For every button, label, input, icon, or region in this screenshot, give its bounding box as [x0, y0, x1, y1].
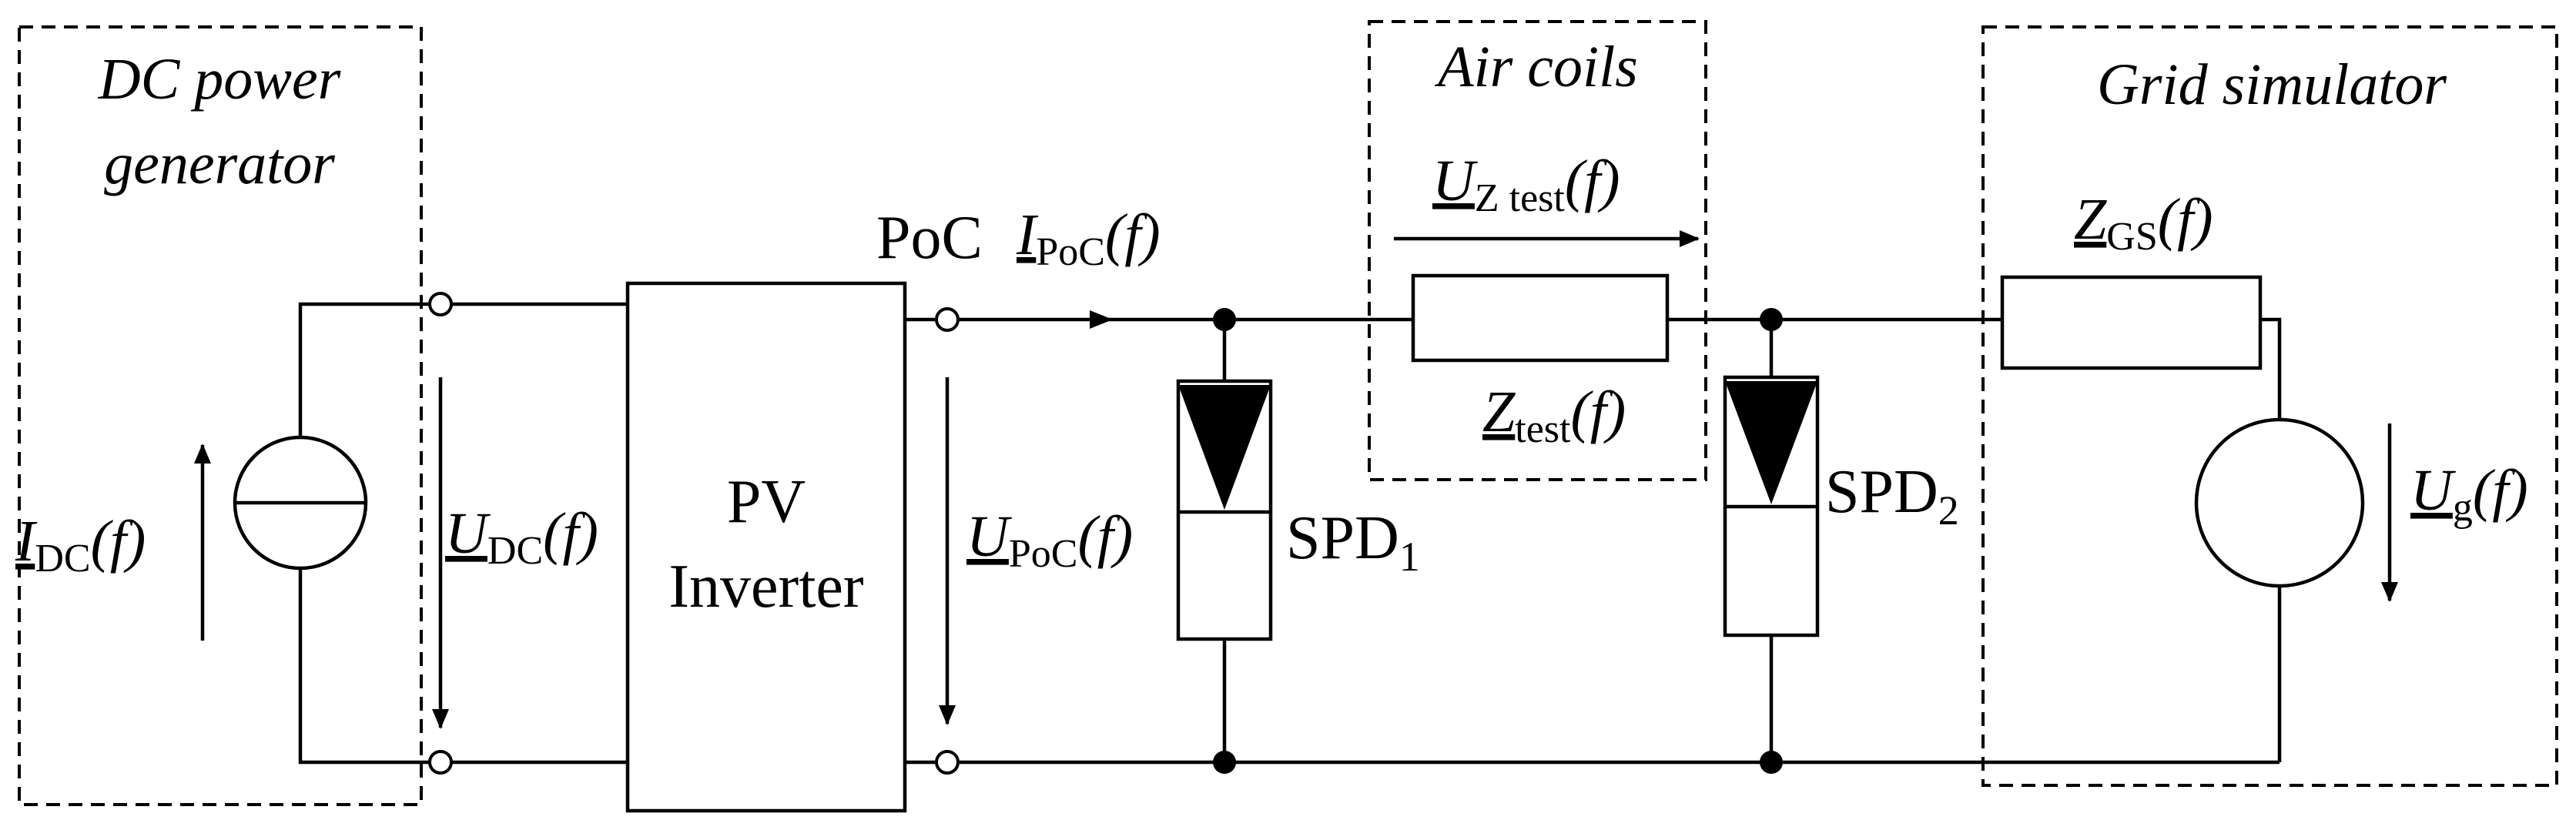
- pv-inverter-box: [625, 281, 907, 813]
- z-gs-impedance: [2000, 275, 2263, 370]
- spd2-label: SPD2: [1825, 458, 1959, 534]
- air-coils-group-box: [1368, 20, 1707, 481]
- pv-inverter-label-line2: Inverter: [668, 553, 863, 621]
- spd1: [1176, 308, 1273, 774]
- z-test-label: Ztest(f): [1482, 380, 1626, 451]
- spd1-label: SPD1: [1286, 504, 1420, 580]
- i-dc-label: IDC(f): [15, 509, 146, 581]
- dc-terminal-bottom: [428, 750, 453, 775]
- dc-generator-group-box: [18, 25, 423, 806]
- i-poc-arrowhead: [1090, 310, 1113, 329]
- poc-label: PoC: [876, 204, 983, 272]
- spd2-top-node: [1760, 308, 1783, 331]
- grid-simulator-group-box: [1981, 25, 2558, 787]
- dc-terminal-top: [428, 292, 453, 316]
- grid-simulator-title: Grid simulator: [2097, 52, 2447, 117]
- dc-generator-title-line1: DC power: [98, 47, 341, 112]
- i-poc-label: IPoC(f): [1016, 202, 1161, 274]
- u-z-test-label: UZ test(f): [1432, 149, 1620, 220]
- grid-voltage-source: [2194, 417, 2365, 588]
- spd2: [1723, 308, 1820, 774]
- air-coils-title: Air coils: [1434, 35, 1638, 99]
- pv-inverter-label-line1: PV: [727, 468, 806, 536]
- z-test-impedance: [1411, 273, 1670, 363]
- u-g-label: Ug(f): [2410, 458, 2528, 530]
- u-poc-label: UPoC(f): [966, 504, 1133, 576]
- z-gs-label: ZGS(f): [2074, 187, 2213, 259]
- spd2-bottom-node: [1760, 751, 1783, 774]
- u-dc-label: UDC(f): [445, 501, 598, 573]
- spd1-bottom-node: [1213, 751, 1236, 774]
- poc-terminal-top: [935, 307, 960, 332]
- poc-terminal-bottom: [935, 750, 960, 775]
- spd1-top-node: [1213, 308, 1236, 331]
- dc-current-source: [233, 302, 439, 765]
- dc-generator-title-line2: generator: [104, 132, 335, 196]
